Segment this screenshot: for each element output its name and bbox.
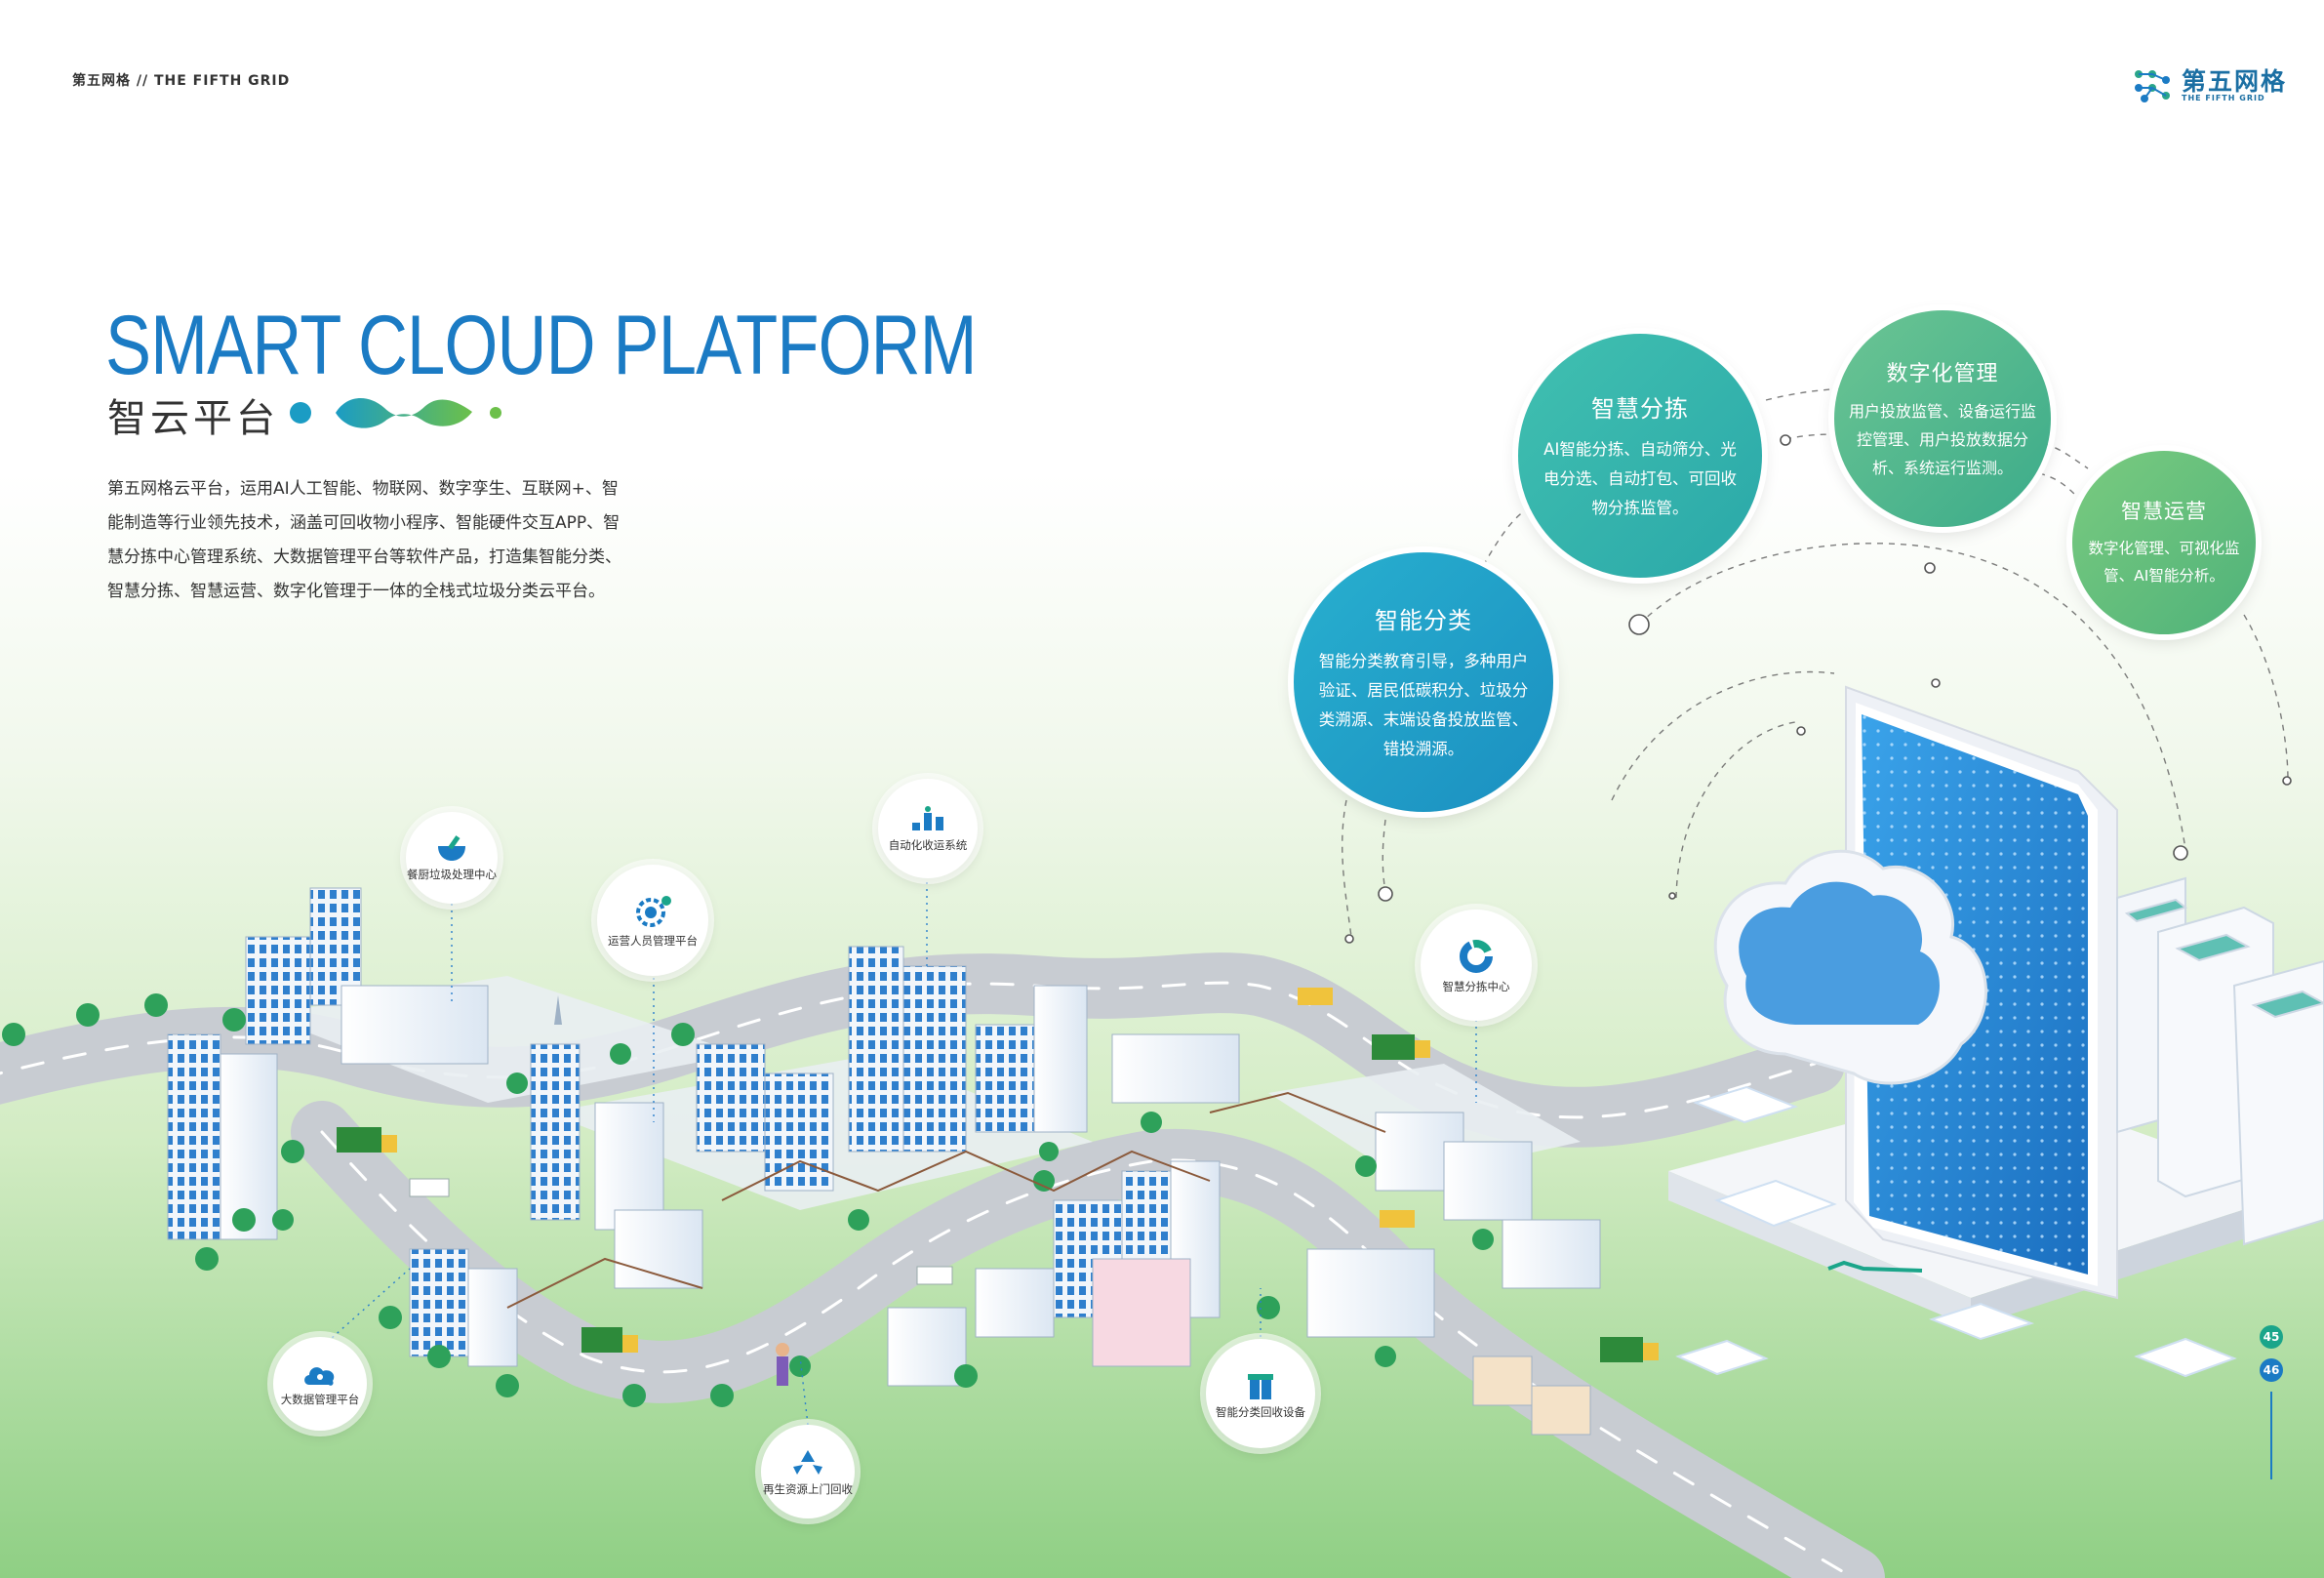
title-chinese: 智云平台 xyxy=(107,396,279,441)
header-label: 第五网格 // THE FIFTH GRID xyxy=(72,73,291,89)
donut-chart-icon xyxy=(1460,940,1493,973)
node-auto-collection: 自动化收运系统 xyxy=(878,779,978,878)
mortar-icon xyxy=(438,835,465,861)
conveyor-icon xyxy=(912,806,943,830)
feature-smart-operation: 智慧运营 数字化管理、可视化监管、AI智能分析。 xyxy=(2072,451,2256,634)
cloud-user-icon xyxy=(304,1367,335,1386)
node-big-data-platform: 大数据管理平台 xyxy=(273,1337,367,1431)
node-smart-recycling-device: 智能分类回收设备 xyxy=(1206,1339,1315,1448)
feature-title: 智能分类 xyxy=(1375,606,1472,634)
feature-desc: 数字化管理、可视化监管、AI智能分析。 xyxy=(2088,540,2240,585)
node-smart-sorting-center: 智慧分拣中心 xyxy=(1421,910,1532,1021)
feature-title: 智慧分拣 xyxy=(1591,394,1689,423)
page-line xyxy=(2270,1392,2272,1479)
logo-cn: 第五网格 xyxy=(2182,66,2288,96)
feature-digital-management: 数字化管理 用户投放监管、设备运行监控管理、用户投放数据分析、系统运行监测。 xyxy=(1834,310,2051,527)
page-indicator: 45 46 xyxy=(2260,1325,2283,1479)
bin-icon xyxy=(1248,1374,1273,1399)
node-doorstep-recycling: 再生资源上门回收 xyxy=(761,1425,855,1518)
brand-logo: 第五网格 THE FIFTH GRID xyxy=(2133,68,2287,103)
intro-paragraph: 第五网格云平台，运用AI人工智能、物联网、数字孪生、互联网+、智能制造等行业领先… xyxy=(107,479,621,601)
feature-smart-classification: 智能分类 智能分类教育引导，多种用户验证、居民低碳积分、垃圾分类溯源、末端设备投… xyxy=(1294,552,1553,812)
recycle-icon xyxy=(793,1450,822,1475)
node-operator-platform: 运营人员管理平台 xyxy=(597,865,708,976)
node-kitchen-waste-center: 餐厨垃圾处理中心 xyxy=(406,812,498,904)
feature-title: 智慧运营 xyxy=(2121,500,2207,523)
feature-desc: 用户投放监管、设备运行监控管理、用户投放数据分析、系统运行监测。 xyxy=(1848,401,2036,477)
feature-title: 数字化管理 xyxy=(1886,361,1999,386)
page-number-left[interactable]: 45 xyxy=(2260,1325,2283,1349)
feature-desc: AI智能分拣、自动筛分、光电分选、自动打包、可回收物分拣监管。 xyxy=(1543,439,1737,517)
feature-smart-sorting: 智慧分拣 AI智能分拣、自动筛分、光电分选、自动打包、可回收物分拣监管。 xyxy=(1518,334,1762,578)
wave-decoration-icon xyxy=(290,398,501,428)
page-number-right[interactable]: 46 xyxy=(2260,1358,2283,1382)
grid-logo-icon xyxy=(2135,70,2170,102)
gear-people-icon xyxy=(636,896,671,927)
title-english: SMART CLOUD PLATFORM xyxy=(105,299,977,392)
logo-en: THE FIFTH GRID xyxy=(2182,93,2265,102)
feature-desc: 智能分类教育引导，多种用户验证、居民低碳积分、垃圾分类溯源、末端设备投放监管、错… xyxy=(1318,651,1529,758)
